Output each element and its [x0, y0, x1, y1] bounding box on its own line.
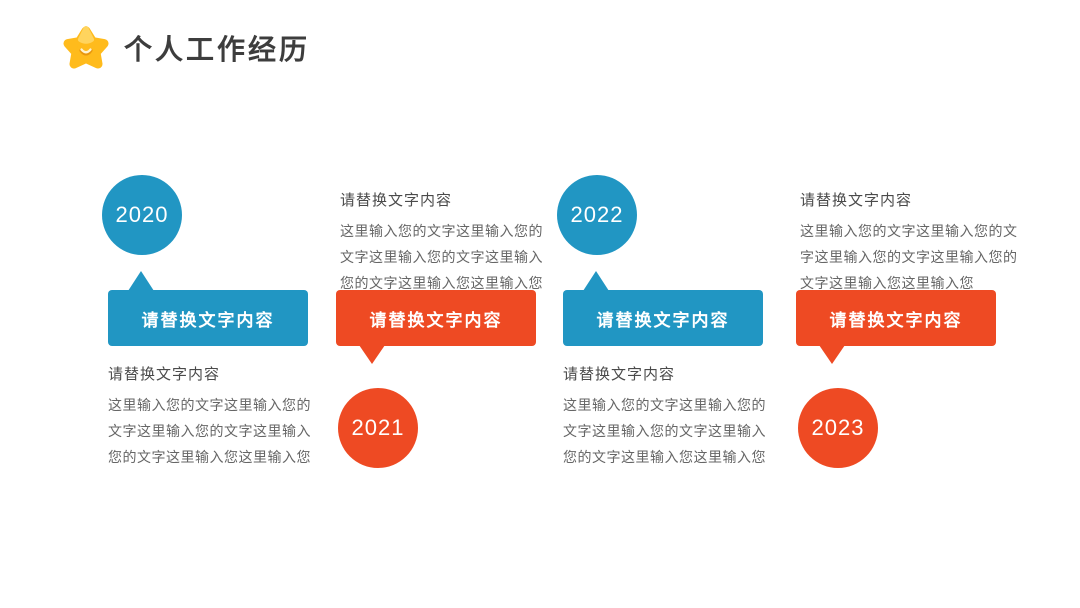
description-heading: 请替换文字内容 [340, 192, 453, 209]
callout-banner: 请替换文字内容 [563, 290, 763, 346]
description-line: 这里输入您的文字这里输入您的文 [800, 223, 1018, 239]
description-line: 文字这里输入您这里输入您 [800, 275, 974, 291]
description-block: 请替换文字内容 这里输入您的文字这里输入您的 文字这里输入您的文字这里输入 您的… [563, 364, 766, 470]
callout-banner: 请替换文字内容 [796, 290, 996, 346]
banner-pointer-up [583, 271, 609, 291]
callout-banner: 请替换文字内容 [336, 290, 536, 346]
year-label: 2023 [811, 415, 865, 440]
description-line: 您的文字这里输入您这里输入您 [563, 449, 766, 465]
banner-label: 请替换文字内容 [369, 310, 503, 330]
description-line: 您的文字这里输入您这里输入您 [340, 275, 543, 291]
description-line: 文字这里输入您的文字这里输入 [563, 423, 766, 439]
slide-header: 个人工作经历 [62, 24, 310, 72]
description-line: 这里输入您的文字这里输入您的 [108, 397, 311, 413]
banner-label: 请替换文字内容 [141, 310, 275, 330]
description-line: 字这里输入您的文字这里输入您的 [800, 249, 1018, 265]
description-line: 文字这里输入您的文字这里输入 [108, 423, 311, 439]
banner-pointer-up [128, 271, 154, 291]
banner-pointer-down [359, 345, 385, 364]
banner-pointer-down [819, 345, 845, 364]
description-line: 文字这里输入您的文字这里输入 [340, 249, 543, 265]
page-title: 个人工作经历 [124, 34, 311, 65]
year-badge: 2023 [798, 388, 878, 468]
description-heading: 请替换文字内容 [563, 366, 676, 383]
callout-banner: 请替换文字内容 [108, 290, 308, 346]
description-block: 请替换文字内容 这里输入您的文字这里输入您的文 字这里输入您的文字这里输入您的 … [800, 190, 1018, 296]
timeline-item-2022: 2022 请替换文字内容 请替换文字内容 这里输入您的文字这里输入您的 文字这里… [557, 160, 766, 500]
year-badge: 2022 [557, 175, 637, 255]
description-block: 请替换文字内容 这里输入您的文字这里输入您的 文字这里输入您的文字这里输入 您的… [340, 190, 543, 296]
year-label: 2021 [351, 415, 405, 440]
description-line: 您的文字这里输入您这里输入您 [108, 449, 311, 465]
timeline-item-2023: 请替换文字内容 这里输入您的文字这里输入您的文 字这里输入您的文字这里输入您的 … [796, 160, 1017, 500]
timeline-item-2021: 请替换文字内容 这里输入您的文字这里输入您的 文字这里输入您的文字这里输入 您的… [336, 160, 543, 500]
description-heading: 请替换文字内容 [800, 192, 913, 209]
star-smile-icon [63, 26, 109, 69]
year-badge: 2020 [102, 175, 182, 255]
year-label: 2022 [570, 202, 624, 227]
description-line: 这里输入您的文字这里输入您的 [340, 223, 543, 239]
banner-label: 请替换文字内容 [596, 310, 730, 330]
year-badge: 2021 [338, 388, 418, 468]
year-label: 2020 [115, 202, 169, 227]
description-line: 这里输入您的文字这里输入您的 [563, 397, 766, 413]
banner-label: 请替换文字内容 [829, 310, 963, 330]
description-heading: 请替换文字内容 [108, 366, 221, 383]
description-block: 请替换文字内容 这里输入您的文字这里输入您的 文字这里输入您的文字这里输入 您的… [108, 364, 311, 470]
timeline-item-2020: 2020 请替换文字内容 请替换文字内容 这里输入您的文字这里输入您的 文字这里… [102, 160, 311, 500]
